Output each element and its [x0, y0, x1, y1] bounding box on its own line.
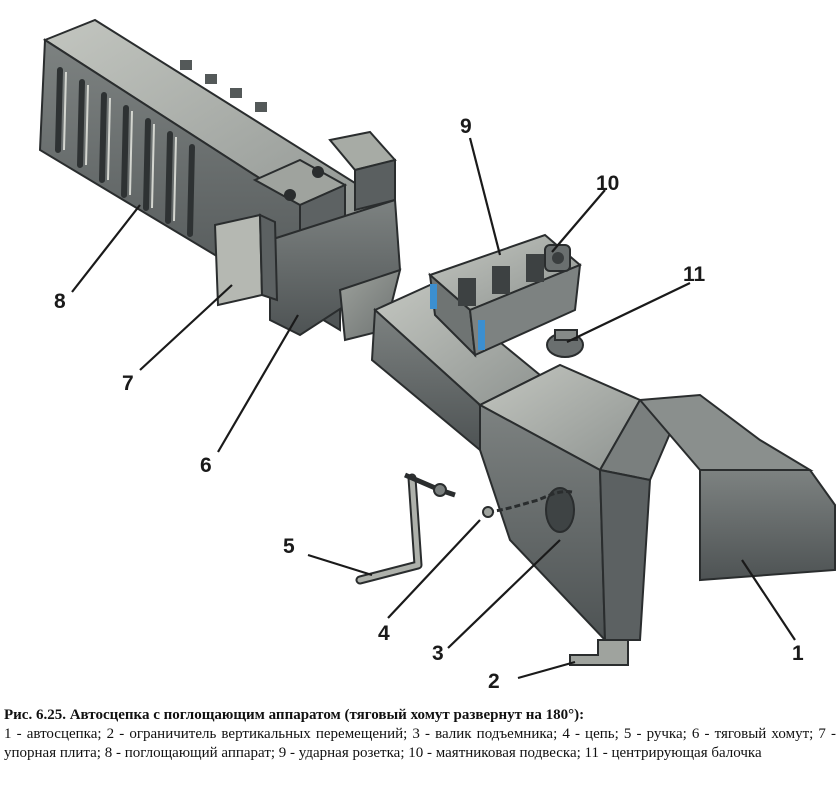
- callout-2: 2: [488, 670, 500, 693]
- callout-1: 1: [792, 642, 804, 665]
- callouts: 1 2 3 4 5 6 7 8 9 10 11: [54, 115, 804, 693]
- callout-5: 5: [283, 535, 295, 558]
- draft-yoke: [252, 130, 402, 337]
- callout-3: 3: [432, 642, 444, 665]
- caption-legend: 1 - автосцепка; 2 - ограничитель вертика…: [4, 726, 836, 761]
- vertical-limiter: [569, 639, 629, 666]
- chain: [482, 490, 573, 518]
- callout-7: 7: [122, 372, 134, 395]
- callout-11: 11: [683, 263, 706, 286]
- handle: [355, 472, 456, 585]
- figure-caption: Рис. 6.25. Автосцепка с поглощающим аппа…: [4, 706, 836, 763]
- leader-lines: [71, 137, 796, 680]
- callout-10: 10: [596, 172, 619, 195]
- callout-8: 8: [54, 290, 66, 313]
- coupler-assembly-drawing: 1 2 3 4 5 6 7 8 9 10 11: [38, 18, 836, 693]
- callout-6: 6: [200, 454, 212, 477]
- coupler-head: [477, 363, 836, 643]
- callout-4: 4: [378, 622, 390, 645]
- centering-beam: [546, 329, 584, 358]
- thrust-plate: [213, 213, 279, 307]
- figure: 1 2 3 4 5 6 7 8 9 10 11: [38, 18, 836, 693]
- pendulum-suspension: [544, 244, 571, 272]
- caption-title: Рис. 6.25. Автосцепка с поглощающим аппа…: [4, 707, 585, 723]
- callout-9: 9: [460, 115, 472, 138]
- buffer-socket: [428, 233, 582, 358]
